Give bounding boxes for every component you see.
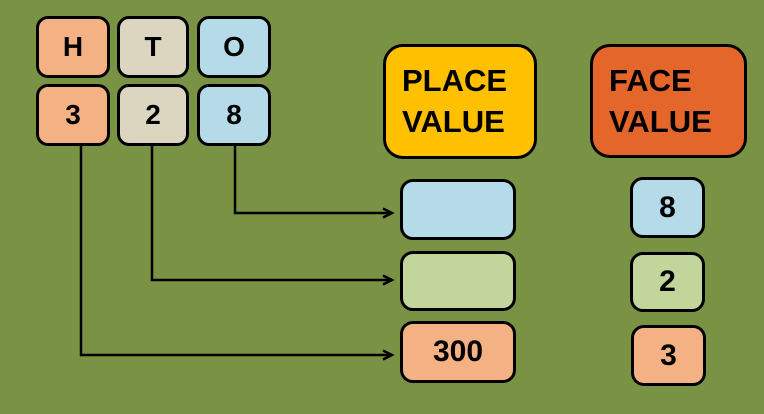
place-value-result-hundreds: 300 bbox=[400, 321, 516, 383]
face-value-result-hundreds-value: 3 bbox=[660, 338, 677, 372]
face-value-header: FACE VALUE bbox=[590, 44, 747, 158]
place-value-title-line2: VALUE bbox=[402, 104, 505, 139]
column-header-hundreds-label: H bbox=[62, 31, 84, 62]
face-value-result-ones: 8 bbox=[630, 177, 705, 238]
face-value-title-line2: VALUE bbox=[609, 104, 712, 139]
digit-tens: 2 bbox=[117, 84, 189, 146]
connector-hundreds-arrow bbox=[79, 146, 392, 355]
connector-ones-arrow bbox=[233, 146, 392, 213]
place-value-result-ones bbox=[400, 179, 516, 240]
column-header-hundreds: H bbox=[36, 16, 110, 78]
face-value-result-tens: 2 bbox=[630, 252, 705, 312]
place-value-title-line1: PLACE bbox=[402, 63, 508, 98]
digit-ones-label: 8 bbox=[226, 99, 242, 130]
place-value-result-hundreds-value: 300 bbox=[432, 335, 484, 368]
digit-hundreds-label: 3 bbox=[65, 99, 81, 130]
place-value-result-tens bbox=[400, 251, 516, 311]
place-value-header: PLACE VALUE bbox=[383, 44, 537, 159]
column-header-tens-label: T bbox=[144, 31, 162, 62]
face-value-title-line1: FACE bbox=[609, 63, 692, 98]
column-header-tens: T bbox=[117, 16, 189, 78]
column-header-ones-label: O bbox=[223, 31, 245, 62]
face-value-result-ones-value: 8 bbox=[659, 190, 676, 224]
face-value-result-hundreds: 3 bbox=[631, 325, 706, 386]
column-header-ones: O bbox=[197, 16, 271, 78]
face-value-result-tens-value: 2 bbox=[659, 265, 676, 298]
connector-tens-arrow bbox=[150, 146, 392, 280]
digit-tens-label: 2 bbox=[145, 99, 161, 130]
digit-hundreds: 3 bbox=[36, 84, 110, 146]
digit-ones: 8 bbox=[197, 84, 271, 146]
